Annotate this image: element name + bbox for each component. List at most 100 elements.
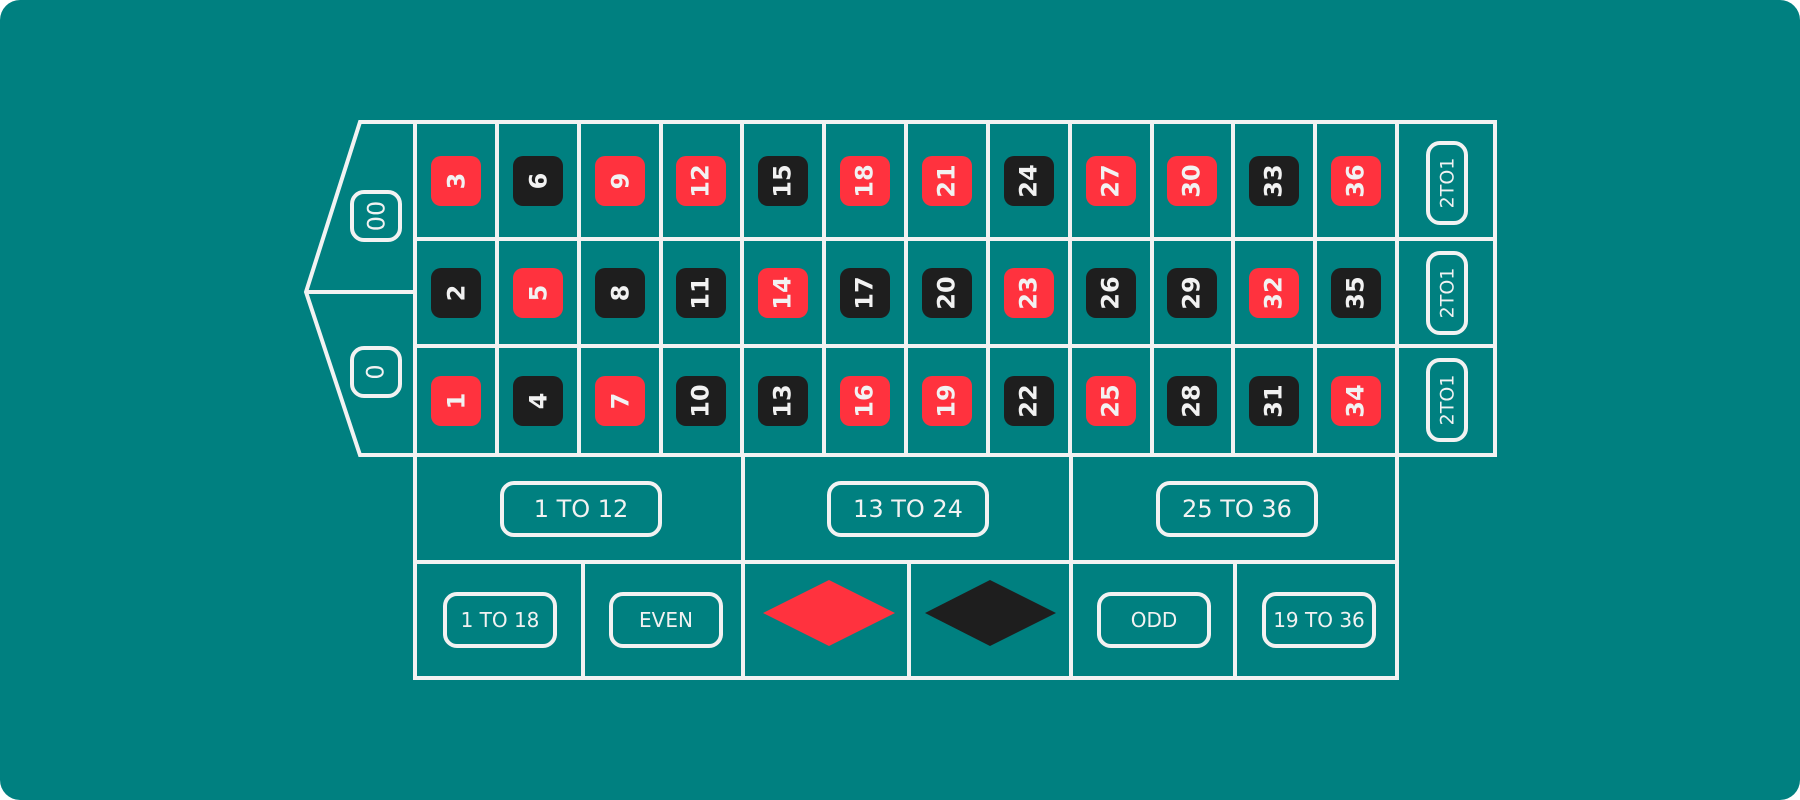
number-label: 9 [605, 172, 634, 190]
number-label: 35 [1342, 276, 1370, 310]
number-label: 1 [441, 392, 470, 410]
number-18[interactable]: 18 [840, 156, 890, 206]
bet-column-middle[interactable]: 2TO1 [1399, 241, 1493, 344]
number-33[interactable]: 33 [1249, 156, 1299, 206]
bet-high[interactable]: 19 TO 36 [1237, 564, 1395, 676]
number-label: 21 [933, 164, 961, 198]
grid-line [740, 120, 744, 457]
column-label: 2TO1 [1436, 374, 1458, 426]
number-24[interactable]: 24 [1004, 156, 1054, 206]
number-9[interactable]: 9 [595, 156, 645, 206]
number-label: 33 [1260, 164, 1288, 198]
grid-line [495, 120, 499, 457]
even-label-box: EVEN [609, 592, 723, 648]
bet-even[interactable]: EVEN [585, 564, 741, 676]
grid-line [1313, 120, 1317, 457]
number-17[interactable]: 17 [840, 268, 890, 318]
grid-line [1395, 120, 1399, 680]
grid-line [659, 120, 663, 457]
number-20[interactable]: 20 [922, 268, 972, 318]
zero-label-box: 0 [350, 346, 402, 398]
number-1[interactable]: 1 [431, 376, 481, 426]
number-32[interactable]: 32 [1249, 268, 1299, 318]
odd-label: ODD [1130, 608, 1178, 632]
grid-line [413, 120, 417, 680]
number-label: 4 [523, 392, 552, 410]
number-8[interactable]: 8 [595, 268, 645, 318]
number-3[interactable]: 3 [431, 156, 481, 206]
number-27[interactable]: 27 [1086, 156, 1136, 206]
number-19[interactable]: 19 [922, 376, 972, 426]
number-4[interactable]: 4 [513, 376, 563, 426]
bet-red[interactable] [745, 564, 907, 676]
grid-line [415, 120, 1495, 124]
number-5[interactable]: 5 [513, 268, 563, 318]
bet-column-bottom[interactable]: 2TO1 [1399, 348, 1493, 453]
low-label-box: 1 TO 18 [443, 592, 557, 648]
number-label: 26 [1097, 276, 1125, 310]
column-label-box: 2TO1 [1426, 141, 1468, 225]
number-6[interactable]: 6 [513, 156, 563, 206]
number-label: 16 [851, 384, 879, 418]
number-15[interactable]: 15 [758, 156, 808, 206]
bet-first-dozen[interactable]: 1 TO 12 [417, 457, 741, 560]
bet-third-dozen[interactable]: 25 TO 36 [1073, 457, 1395, 560]
double-zero-label: 00 [361, 200, 390, 232]
red-diamond-icon [763, 580, 895, 646]
number-16[interactable]: 16 [840, 376, 890, 426]
black-diamond-icon [925, 580, 1056, 646]
number-11[interactable]: 11 [676, 268, 726, 318]
number-12[interactable]: 12 [676, 156, 726, 206]
number-label: 6 [523, 172, 552, 190]
number-31[interactable]: 31 [1249, 376, 1299, 426]
bet-zero[interactable]: 0 [330, 294, 413, 453]
bet-black[interactable] [911, 564, 1069, 676]
high-label-box: 19 TO 36 [1262, 592, 1376, 648]
column-label: 2TO1 [1436, 157, 1458, 209]
number-36[interactable]: 36 [1331, 156, 1381, 206]
grid-line [986, 120, 990, 457]
number-label: 13 [769, 384, 797, 418]
number-34[interactable]: 34 [1331, 376, 1381, 426]
number-label: 10 [687, 384, 715, 418]
zero-label: 0 [362, 364, 390, 380]
number-7[interactable]: 7 [595, 376, 645, 426]
number-28[interactable]: 28 [1167, 376, 1217, 426]
number-35[interactable]: 35 [1331, 268, 1381, 318]
number-14[interactable]: 14 [758, 268, 808, 318]
number-label: 19 [933, 384, 961, 418]
grid-line [904, 120, 908, 457]
number-13[interactable]: 13 [758, 376, 808, 426]
dozen-label-box: 1 TO 12 [500, 481, 662, 537]
number-30[interactable]: 30 [1167, 156, 1217, 206]
number-25[interactable]: 25 [1086, 376, 1136, 426]
number-label: 25 [1097, 384, 1125, 418]
number-2[interactable]: 2 [431, 268, 481, 318]
number-label: 24 [1015, 164, 1043, 198]
number-label: 12 [687, 164, 715, 198]
bet-odd[interactable]: ODD [1073, 564, 1233, 676]
bet-low[interactable]: 1 TO 18 [417, 564, 581, 676]
number-label: 29 [1178, 276, 1206, 310]
grid-line [577, 120, 581, 457]
number-29[interactable]: 29 [1167, 268, 1217, 318]
number-label: 22 [1015, 384, 1043, 418]
number-23[interactable]: 23 [1004, 268, 1054, 318]
number-22[interactable]: 22 [1004, 376, 1054, 426]
grid-line [1068, 120, 1072, 457]
high-label: 19 TO 36 [1273, 608, 1365, 632]
number-21[interactable]: 21 [922, 156, 972, 206]
grid-line [415, 453, 1495, 457]
grid-line [822, 120, 826, 457]
bet-column-top[interactable]: 2TO1 [1399, 124, 1493, 237]
number-label: 30 [1178, 164, 1206, 198]
number-10[interactable]: 10 [676, 376, 726, 426]
number-label: 7 [605, 392, 634, 410]
bet-second-dozen[interactable]: 13 TO 24 [745, 457, 1069, 560]
bet-double-zero[interactable]: 00 [330, 124, 413, 290]
number-26[interactable]: 26 [1086, 268, 1136, 318]
number-label: 17 [851, 276, 879, 310]
grid-line [415, 237, 1495, 241]
odd-label-box: ODD [1097, 592, 1211, 648]
